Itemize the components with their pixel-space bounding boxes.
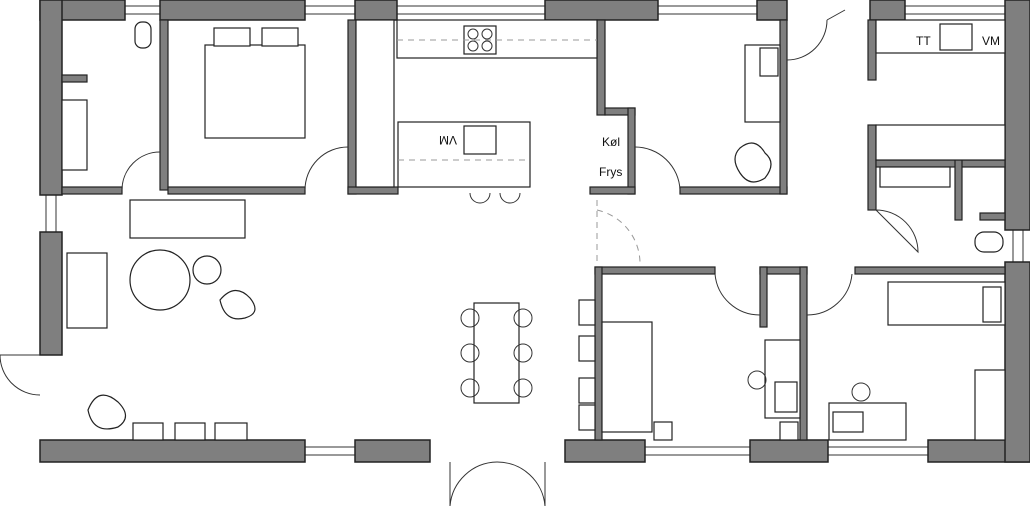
interior-walls: [61, 19, 1006, 441]
bathrooms: [61, 21, 1004, 253]
fridge-label: Køl: [602, 135, 620, 149]
furniture: [66, 27, 1006, 441]
laundry-dryer-label: TT: [916, 34, 931, 48]
island-washer-label: VM: [439, 133, 457, 147]
kitchen: VM Køl Frys: [355, 19, 622, 204]
dining-table: [473, 302, 520, 404]
doors: [0, 9, 919, 506]
laundry-washer-label: VM: [982, 34, 1000, 48]
laundry: TT VM: [875, 19, 1006, 161]
sink: [463, 125, 497, 155]
freezer-label: Frys: [599, 165, 622, 179]
outer-walls: [39, 0, 1030, 463]
